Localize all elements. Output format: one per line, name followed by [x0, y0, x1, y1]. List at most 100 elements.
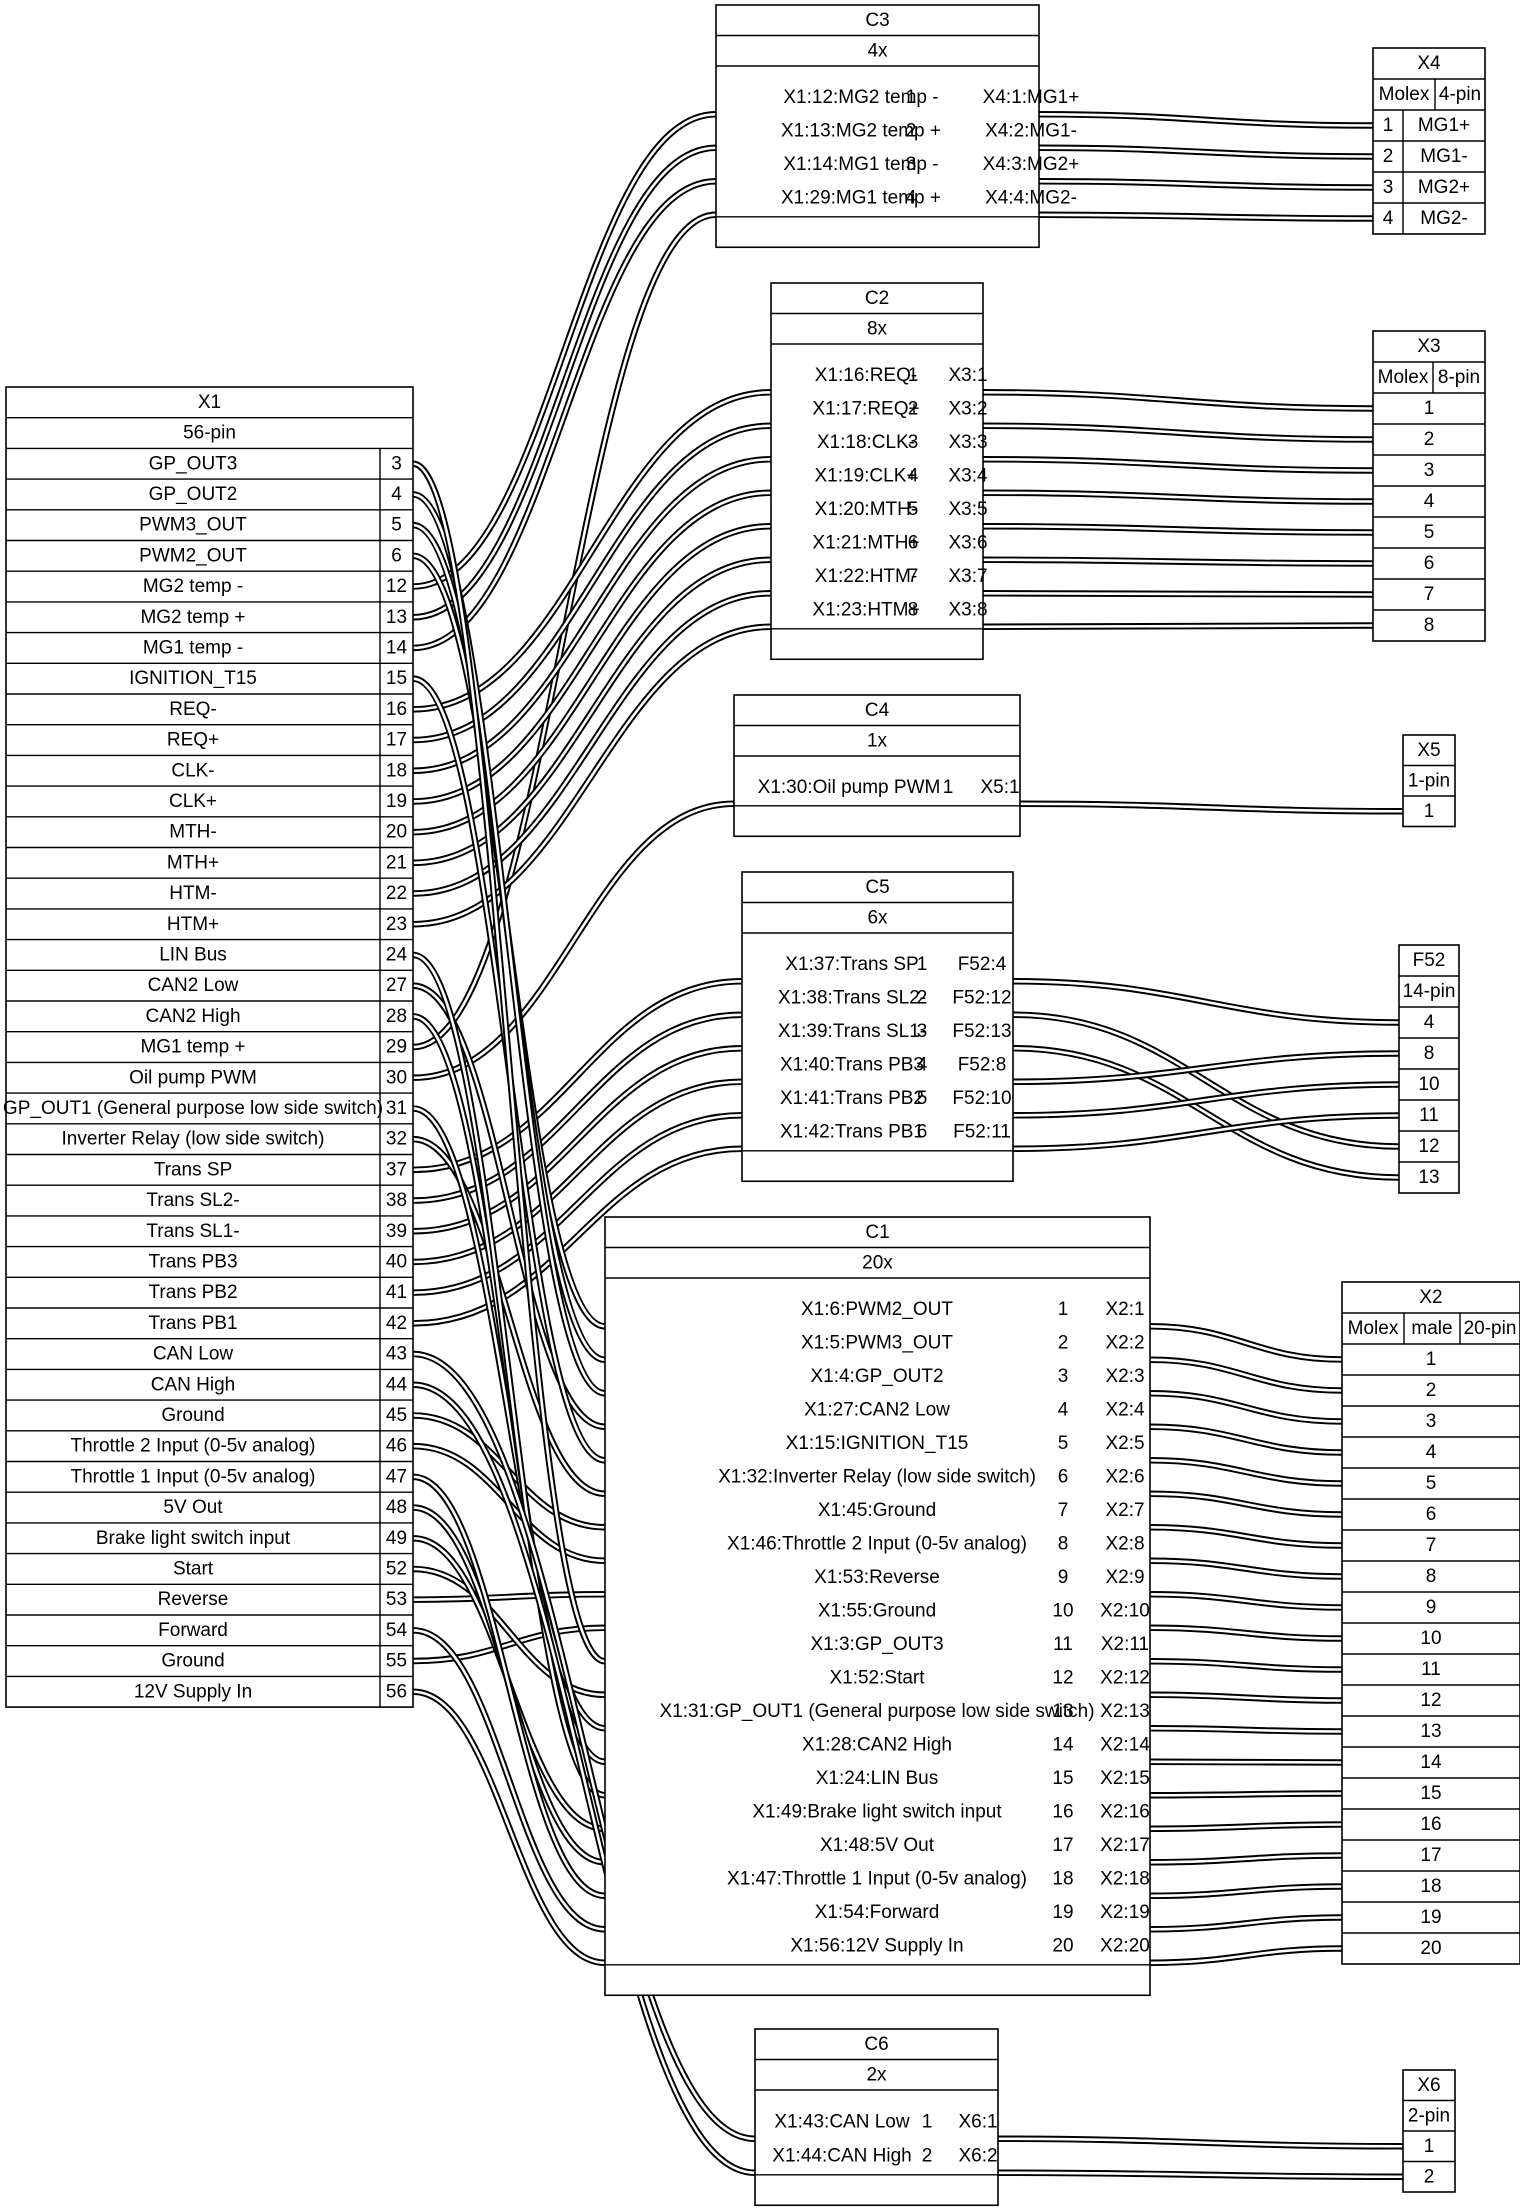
connector-pin-number: 1	[1383, 115, 1394, 136]
wire-c1-out	[1149, 1490, 1343, 1518]
cable-wire-target: F52:8	[958, 1055, 1007, 1076]
wire-c3-out	[1038, 111, 1374, 129]
x1-pin-label: Ground	[161, 1651, 224, 1672]
x1-pin-number: 29	[386, 1037, 407, 1058]
cable-wire-number: 12	[1052, 1668, 1073, 1689]
cable-wire-number: 8	[1058, 1534, 1069, 1555]
cable-wire-source: X1:53:Reverse	[814, 1567, 940, 1588]
x1-pin-label: PWM3_OUT	[139, 515, 247, 536]
x1-pin-label: REQ-	[169, 699, 217, 720]
x1-pin-number: 31	[386, 1098, 407, 1119]
cable-wire-target: X4:3:MG2+	[983, 154, 1080, 175]
connector-attribute: 4-pin	[1439, 84, 1481, 105]
x1-pin-label: Ground	[161, 1405, 224, 1426]
cable-wire-target: X2:20	[1100, 1936, 1150, 1957]
x1-pin-label: 5V Out	[163, 1497, 223, 1518]
connector-pin-number: 6	[1426, 1504, 1437, 1525]
cable-wire-target: X3:1	[948, 365, 987, 386]
wire-c3-in	[412, 144, 717, 621]
wire-c5-out	[1012, 1112, 1400, 1153]
x1-pin-label: GP_OUT2	[149, 484, 238, 505]
x1-pin-number: 37	[386, 1159, 407, 1180]
wire-c3-out	[1038, 211, 1374, 222]
cable-wire-number: 6	[917, 1122, 928, 1143]
wire-c2-out	[982, 556, 1374, 567]
connector-title: F52	[1413, 950, 1446, 971]
connector-title: X6	[1417, 2075, 1440, 2096]
wire-c6-out	[997, 2135, 1404, 2150]
cable-wire-count: 1x	[867, 730, 888, 751]
cable-wire-target: X5:1	[980, 777, 1019, 798]
cable-wire-source: X1:49:Brake light switch input	[752, 1802, 1002, 1823]
x1-pin-number: 39	[386, 1221, 407, 1242]
wire-c1-out	[1149, 1852, 1343, 1866]
cable-wire-number: 1	[917, 954, 928, 975]
x1-pin-number: 13	[386, 607, 407, 628]
wire-c1-out	[1149, 1691, 1343, 1704]
x1-pin-label: CAN2 Low	[148, 975, 239, 996]
wire-c2-out	[982, 590, 1374, 598]
cable-wire-source: X1:55:Ground	[818, 1601, 936, 1622]
cable-wire-number: 5	[917, 1088, 928, 1109]
wire-c3-in	[412, 111, 717, 590]
x1-pin-label: MG2 temp -	[143, 576, 243, 597]
wire-c2-out	[982, 489, 1374, 505]
cable-wire-source: X1:6:PWM2_OUT	[801, 1299, 953, 1320]
x1-pin-label: Trans SP	[154, 1159, 233, 1180]
x1-pin-label: PWM2_OUT	[139, 545, 247, 566]
connector-pin-number: 12	[1418, 1136, 1439, 1157]
cable-wire-target: F52:10	[952, 1088, 1011, 1109]
connector-attribute: male	[1411, 1318, 1452, 1339]
connector-attribute: Molex	[1348, 1318, 1399, 1339]
connector-pin-number: 6	[1424, 553, 1435, 574]
cable-wire-target: X2:1	[1105, 1299, 1144, 1320]
wire-c5-in	[412, 1078, 743, 1266]
cable-wire-number: 3	[917, 1021, 928, 1042]
wire-c5-out	[1012, 1045, 1400, 1181]
x1-pin-number: 19	[386, 791, 407, 812]
cable-wire-target: F52:4	[958, 954, 1007, 975]
cable-wire-source: X1:23:HTM+	[812, 600, 919, 621]
connector-pin-number: 3	[1426, 1411, 1437, 1432]
connector-pin-number: 1	[1424, 2136, 1435, 2157]
cable-wire-target: X2:3	[1105, 1366, 1144, 1387]
cable-wire-number: 9	[1058, 1567, 1069, 1588]
x1-pin-label: GP_OUT3	[149, 453, 238, 474]
x1-pin-label: HTM+	[167, 914, 219, 935]
wire-c3-out	[1038, 178, 1374, 191]
cable-wire-number: 5	[908, 499, 919, 520]
cable-wire-number: 4	[1058, 1400, 1069, 1421]
cable-wire-target: X2:2	[1105, 1333, 1144, 1354]
connector-title: X1	[198, 392, 221, 413]
connector-pin-number: 20	[1420, 1938, 1441, 1959]
connector-pin-number: 18	[1420, 1876, 1441, 1897]
x1-pin-number: 6	[391, 545, 402, 566]
connector-pin-number: 2	[1383, 146, 1394, 167]
wire-c1-out	[1149, 1457, 1343, 1487]
cable-wire-target: X2:12	[1100, 1668, 1150, 1689]
x1-pin-number: 17	[386, 730, 407, 751]
cable-wire-number: 2	[922, 2145, 933, 2166]
x1-pin-label: IGNITION_T15	[129, 668, 257, 689]
cable-wire-number: 4	[906, 188, 917, 209]
connector-pin-number: 13	[1418, 1167, 1439, 1188]
connector-x1-body	[5, 386, 414, 1708]
cable-title: C3	[865, 10, 889, 31]
x1-pin-number: 28	[386, 1006, 407, 1027]
cable-c4-body	[733, 694, 1021, 838]
connector-title: X3	[1417, 336, 1440, 357]
connector-pin-number: 1	[1424, 398, 1435, 419]
wire-c1-out	[1149, 1758, 1343, 1766]
connector-pin-number: 11	[1419, 1105, 1439, 1126]
cable-wire-target: X2:11	[1101, 1634, 1149, 1655]
cable-wire-target: X4:4:MG2-	[985, 188, 1077, 209]
cable-wire-target: X3:7	[948, 566, 987, 587]
cable-wire-source: X1:47:Throttle 1 Input (0-5v analog)	[727, 1869, 1027, 1890]
cable-wire-source: X1:24:LIN Bus	[816, 1768, 939, 1789]
x1-pin-label: 12V Supply In	[134, 1681, 252, 1702]
x1-pin-number: 15	[386, 668, 407, 689]
x1-pin-number: 5	[391, 515, 402, 536]
